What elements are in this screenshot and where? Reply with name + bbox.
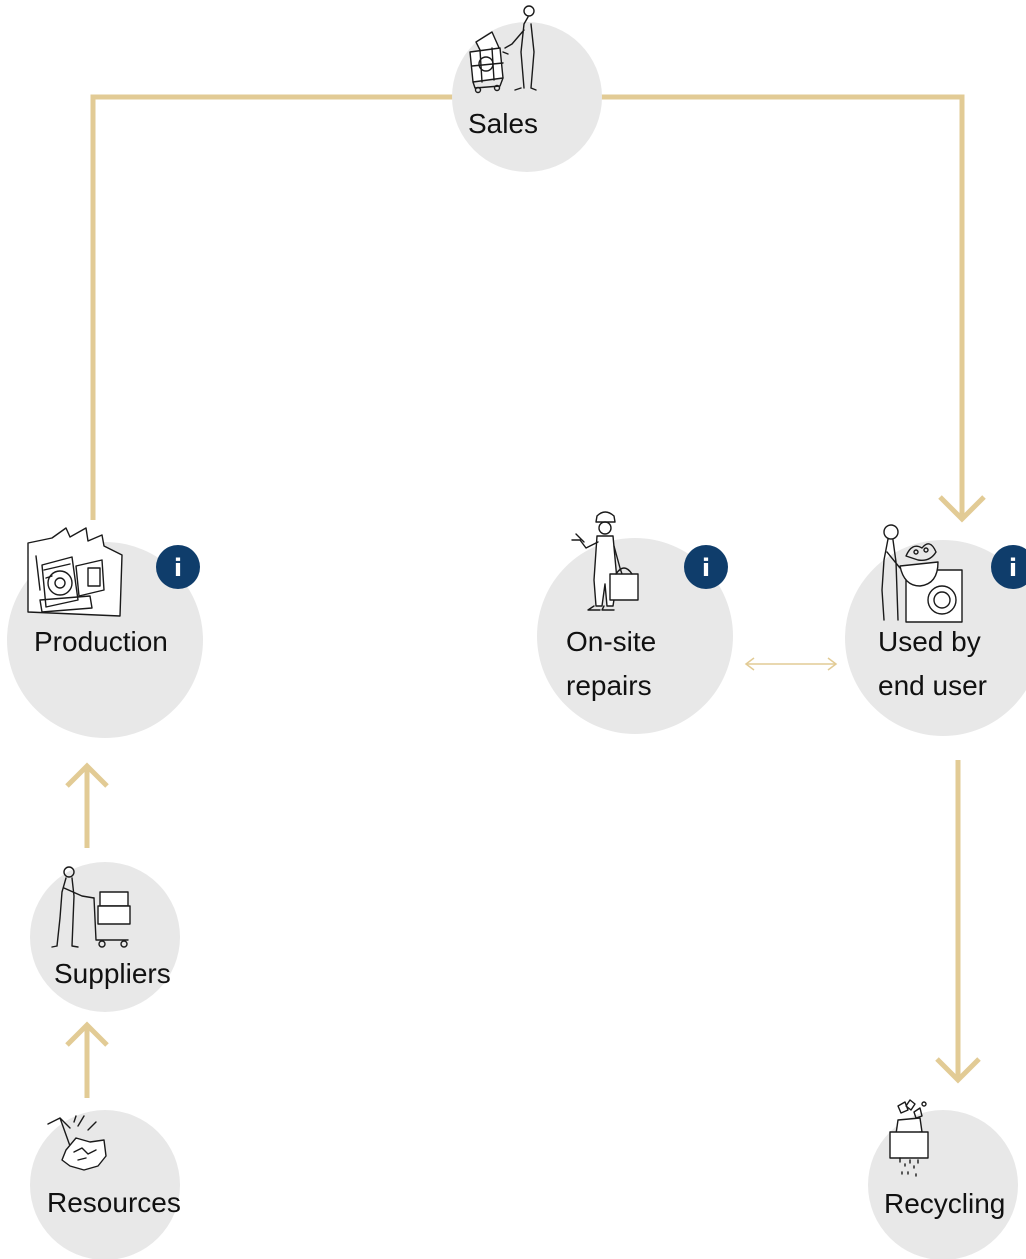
washing-machine-user-icon: [881, 524, 963, 623]
suppliers-circle: [30, 862, 180, 1012]
end-user-circle: [845, 540, 1026, 736]
arrowhead-production: [65, 762, 109, 788]
flow-lines: [65, 94, 986, 1098]
node-repairs[interactable]: On-site repairs i: [537, 511, 733, 734]
shopping-cart-person-icon: [469, 5, 537, 94]
node-production[interactable]: Production i: [7, 527, 203, 738]
repair-technician-icon: [571, 511, 639, 611]
node-end-user[interactable]: Used by end user i: [845, 524, 1026, 736]
resources-label: Resources: [47, 1187, 181, 1218]
arrowhead-recycling: [935, 1057, 981, 1084]
suppliers-label: Suppliers: [54, 958, 171, 989]
mining-pickaxe-icon: [47, 1115, 107, 1171]
production-info-button[interactable]: i: [156, 545, 200, 589]
arrowhead-suppliers: [65, 1021, 109, 1047]
node-recycling[interactable]: Recycling: [868, 1099, 1018, 1259]
sales-circle: [452, 22, 602, 172]
recycling-label: Recycling: [884, 1188, 1005, 1219]
node-suppliers[interactable]: Suppliers: [30, 862, 180, 1012]
production-label: Production: [34, 626, 168, 657]
repairs-label-line1: On-site: [566, 626, 656, 657]
two-way-arrow-repairs-end-user: [744, 657, 838, 671]
flow-production-to-sales: [90, 94, 460, 520]
arrowhead-end-user: [938, 495, 986, 523]
supplier-cart-icon: [51, 866, 131, 948]
info-icon[interactable]: [991, 545, 1026, 589]
repairs-info-button[interactable]: i: [684, 545, 728, 589]
flow-sales-to-end-user: [598, 94, 965, 518]
node-sales[interactable]: Sales: [452, 5, 602, 172]
factory-machine-icon: [27, 527, 123, 617]
repairs-circle: [537, 538, 733, 734]
info-icon[interactable]: [156, 545, 200, 589]
node-resources[interactable]: Resources: [30, 1110, 181, 1259]
sales-label: Sales: [468, 108, 538, 139]
end-user-label-line2: end user: [878, 670, 987, 701]
repairs-label-line2: repairs: [566, 670, 652, 701]
shredder-icon: [889, 1099, 929, 1177]
resources-circle: [30, 1110, 180, 1259]
end-user-label-line1: Used by: [878, 626, 981, 657]
info-icon[interactable]: [684, 545, 728, 589]
